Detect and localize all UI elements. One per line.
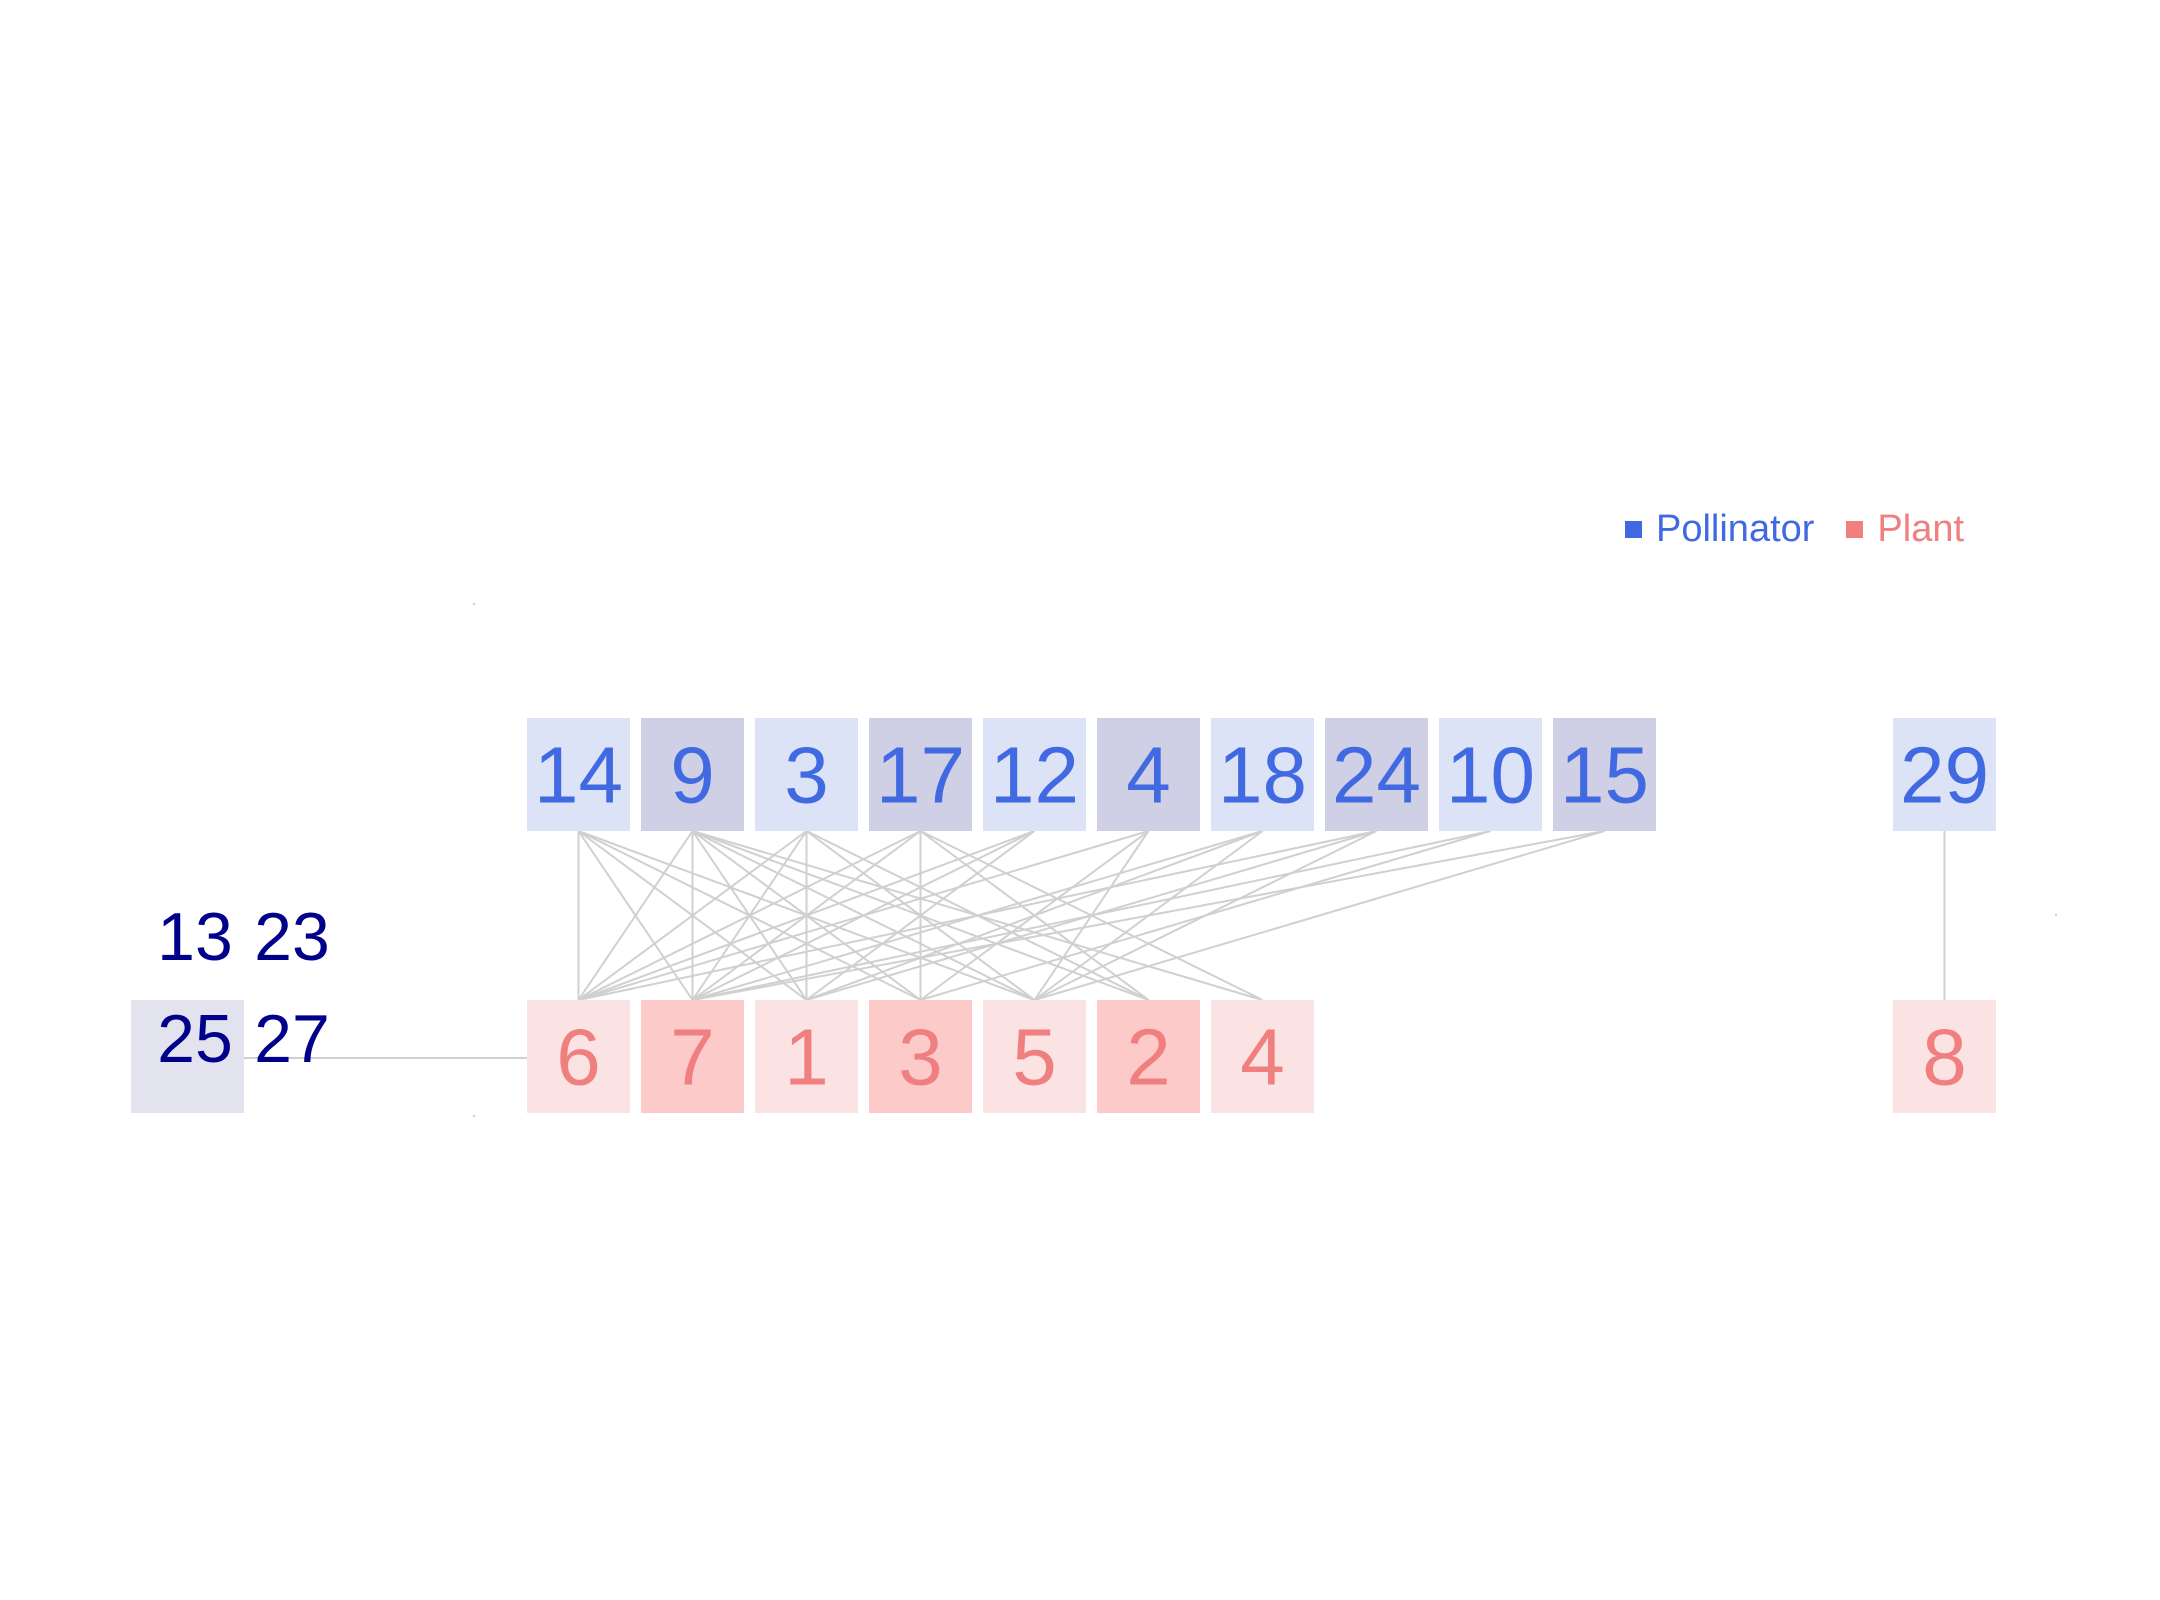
isolated-group: 13 23 25 27 [131,899,330,1113]
pollinator-node-4-box [1097,718,1200,831]
pollinator-swatch-icon [1625,521,1642,538]
stray-dot [473,1115,475,1117]
plant-node-4-label: 4 [1240,1013,1285,1102]
edge-10-3 [920,830,1491,1001]
plant-node-5-box [983,1000,1086,1113]
plant-node-3-box [869,1000,972,1113]
pollinator-node-29-box [1893,718,1996,831]
plant-node-8-label: 8 [1922,1013,1967,1102]
plant-node-2-box [1097,1000,1200,1113]
plant-node-6[interactable]: 6 [527,1000,630,1113]
plant-node-7-label: 7 [670,1013,715,1102]
plant-node-7-box [641,1000,744,1113]
plant-swatch-icon [1846,521,1864,538]
edge-15-5 [1034,830,1605,1001]
pollinator-node-18-box [1211,718,1314,831]
edge-10-7 [692,830,1491,1001]
pollinator-node-24[interactable]: 24 [1325,718,1428,831]
legend-item-pollinator[interactable]: Pollinator [1625,508,1814,551]
plant-node-4[interactable]: 4 [1211,1000,1314,1113]
group-label-27: 27 [254,1001,330,1077]
pollinator-node-9[interactable]: 9 [641,718,744,831]
plant-node-1-box [755,1000,858,1113]
plant-node-7[interactable]: 7 [641,1000,744,1113]
plant-node-5-label: 5 [1012,1013,1057,1102]
edge-12-6 [578,830,1035,1001]
pollinator-node-4[interactable]: 4 [1097,718,1200,831]
pollinator-node-29-label: 29 [1900,731,1989,820]
pollinator-node-18-label: 18 [1218,731,1307,820]
plant-node-2-label: 2 [1126,1013,1171,1102]
plant-node-8-box [1893,1000,1996,1113]
edge-18-1 [806,830,1263,1001]
pollinator-node-15-label: 15 [1560,731,1649,820]
legend-item-plant[interactable]: Plant [1846,508,1964,551]
pollinator-node-9-label: 9 [670,731,715,820]
pollinator-node-17[interactable]: 17 [869,718,972,831]
pollinator-node-17-box [869,718,972,831]
pollinator-node-15[interactable]: 15 [1553,718,1656,831]
plant-node-1-label: 1 [784,1013,829,1102]
pollinator-node-10[interactable]: 10 [1439,718,1542,831]
edge-24-6 [578,830,1377,1001]
legend-label-pollinator: Pollinator [1656,508,1815,550]
plant-node-2[interactable]: 2 [1097,1000,1200,1113]
edge-17-6 [578,830,921,1001]
pollinator-node-14-label: 14 [534,731,623,820]
pollinator-node-15-box [1553,718,1656,831]
plant-node-3-label: 3 [898,1013,943,1102]
pollinator-node-14[interactable]: 14 [527,718,630,831]
legend-label-plant: Plant [1877,508,1965,550]
plant-node-6-box [527,1000,630,1113]
plant-node-6-label: 6 [556,1013,601,1102]
pollinator-node-12-box [983,718,1086,831]
pollinator-node-10-label: 10 [1446,731,1535,820]
pollinator-node-3[interactable]: 3 [755,718,858,831]
edge-3-6 [577,830,808,1001]
plant-node-5[interactable]: 5 [983,1000,1086,1113]
pollinator-node-29[interactable]: 29 [1893,718,1996,831]
stray-dot [473,603,475,605]
pollinator-node-12-label: 12 [990,731,1079,820]
group-box [131,1000,244,1113]
edges-layer [243,830,1946,1059]
plant-node-1[interactable]: 1 [755,1000,858,1113]
stray-dot [2055,914,2057,916]
pollinator-node-24-label: 24 [1332,731,1421,820]
edge-9-6 [577,830,694,1001]
pollinator-node-9-box [641,718,744,831]
plant-node-8[interactable]: 8 [1893,1000,1996,1113]
pollinator-node-3-box [755,718,858,831]
pollinator-node-3-label: 3 [784,731,829,820]
group-label-23: 23 [254,899,330,975]
pollinator-node-10-box [1439,718,1542,831]
pollinator-node-12[interactable]: 12 [983,718,1086,831]
pollinator-node-14-box [527,718,630,831]
plant-node-4-box [1211,1000,1314,1113]
pollinator-node-4-label: 4 [1126,731,1171,820]
edge-15-7 [692,830,1605,1001]
pollinator-node-18[interactable]: 18 [1211,718,1314,831]
group-label-13: 13 [157,899,233,975]
pollinator-node-17-label: 17 [876,731,965,820]
legend: Pollinator Plant [1625,508,1996,551]
edge-4-6 [578,830,1149,1001]
plant-node-3[interactable]: 3 [869,1000,972,1113]
pollinator-node-24-box [1325,718,1428,831]
group-label-25: 25 [157,1001,233,1077]
